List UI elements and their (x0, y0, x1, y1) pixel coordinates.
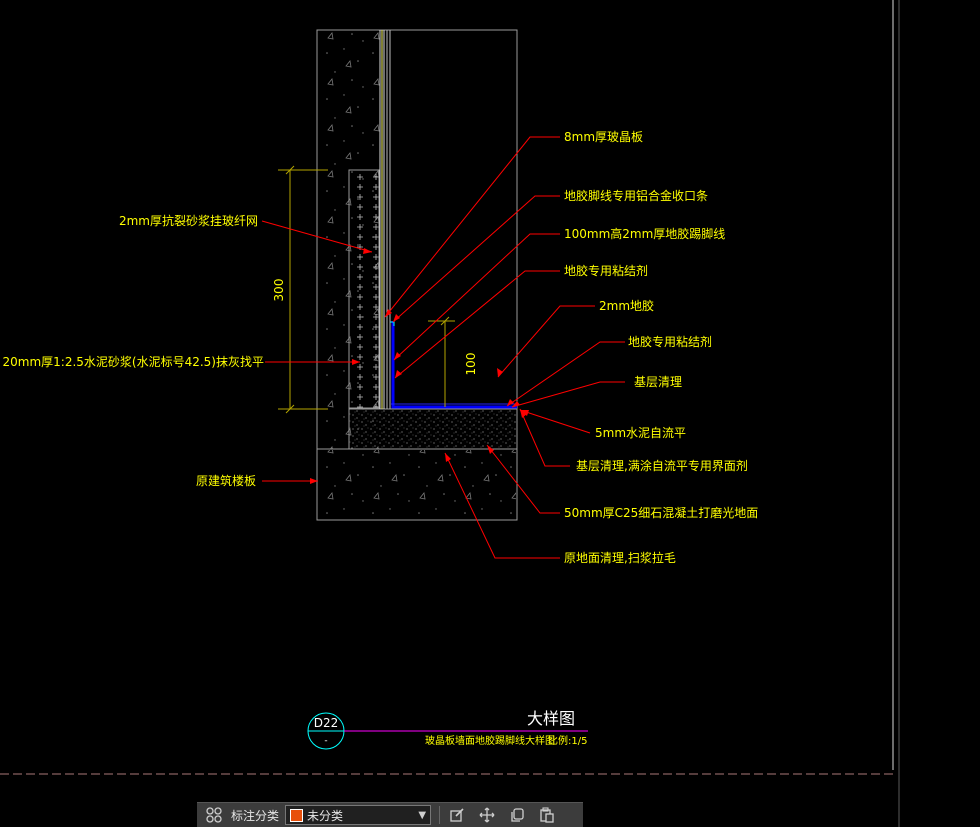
detail-title: 大样图 (527, 709, 575, 728)
callout-base-cleanup: 基层清理 (634, 375, 682, 389)
callout-adhesive-upper: 地胶专用粘结剂 (564, 263, 648, 278)
title-block: D22 - 大样图 玻晶板墙面地胶踢脚线大样图 比例:1/5 (307, 709, 588, 750)
callout-anti-crack-mortar: 2mm厚抗裂砂浆挂玻纤网 (119, 213, 258, 228)
callout-c25-concrete: 50mm厚C25细石混凝土打磨光地面 (564, 505, 758, 520)
viewport-frame (0, 0, 900, 827)
leader-lines (261, 136, 625, 559)
leader-arrowheads (310, 248, 529, 484)
annotation-toolbar: 标注分类 未分类 ▼ (197, 802, 583, 827)
grid-apps-icon[interactable] (203, 804, 225, 826)
dimension-300-label: 300 (272, 279, 286, 302)
callout-vinyl-floor: 2mm地胶 (599, 298, 654, 313)
annotation-category-label: 标注分类 (231, 808, 280, 823)
callout-aluminum-trim: 地胶脚线专用铝合金收口条 (564, 188, 708, 203)
dimension-100-label: 100 (464, 353, 478, 376)
dimension-100: 100 (428, 316, 478, 407)
copy-icon[interactable] (506, 804, 528, 826)
callout-self-leveling: 5mm水泥自流平 (595, 426, 686, 440)
paste-icon[interactable] (536, 804, 558, 826)
move-icon[interactable] (476, 804, 498, 826)
dimension-300: 300 (272, 165, 328, 414)
callout-interface-agent: 基层清理,满涂自流平专用界面剂 (576, 458, 748, 473)
callout-floor-slab: 原建筑楼板 (196, 473, 256, 488)
edit-icon[interactable] (446, 804, 468, 826)
category-color-swatch (290, 808, 304, 822)
callout-glass-board: 8mm厚玻晶板 (564, 130, 643, 144)
chevron-down-icon: ▼ (418, 809, 427, 821)
sheet-sub: - (324, 736, 327, 746)
callout-adhesive-lower: 地胶专用粘结剂 (628, 334, 712, 349)
callout-skirting-board: 100mm高2mm厚地胶踢脚线 (564, 226, 725, 241)
sheet-number: D22 (314, 716, 339, 730)
section-detail (316, 29, 518, 521)
annotation-category-select[interactable]: 未分类 ▼ (285, 805, 432, 825)
detail-scale: 比例:1/5 (548, 734, 587, 747)
category-selected-value: 未分类 (307, 808, 344, 823)
toolbar-separator (439, 806, 441, 824)
callout-cement-mortar: 20mm厚1:2.5水泥砂浆(水泥标号42.5)抹灰找平 (3, 354, 265, 369)
detail-subtitle: 玻晶板墙面地胶踢脚线大样图 (425, 734, 555, 747)
callout-original-floor: 原地面清理,扫浆拉毛 (564, 550, 676, 565)
